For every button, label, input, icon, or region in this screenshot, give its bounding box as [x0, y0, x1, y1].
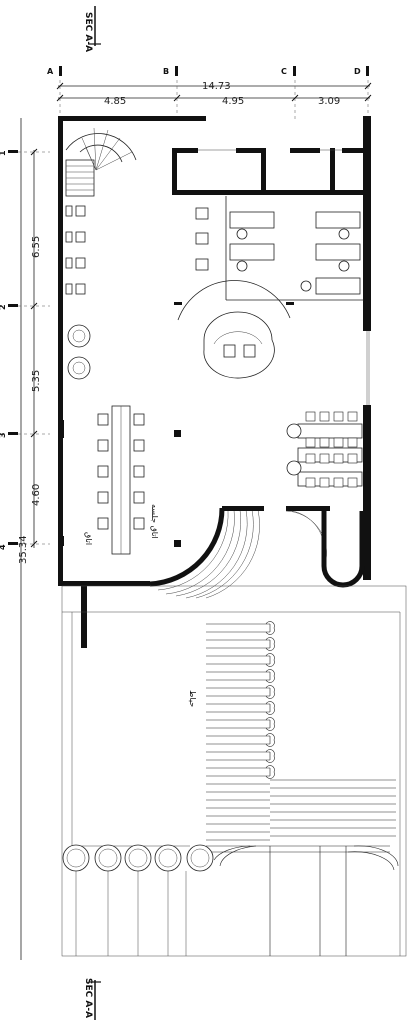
section-mark-bottom: SEC A-A: [83, 978, 101, 1020]
office-desks: [195, 196, 364, 301]
dimension-span-cd: 3.09: [318, 96, 340, 107]
dimension-span-bc: 4.95: [222, 96, 244, 107]
grid-label-c: C: [281, 67, 287, 76]
conference-table: اتاق جلسه اتاق: [84, 405, 181, 555]
left-seating: [65, 205, 91, 380]
exterior-walls: [58, 116, 371, 648]
room-label-left: اتاق: [84, 532, 93, 545]
dimension-span-ab: 4.85: [104, 96, 126, 107]
entry-stair: [149, 506, 365, 599]
grid-column-markers: A B C D: [47, 66, 369, 76]
room-label-yard: حیاط: [188, 690, 197, 707]
site-yard: حیاط: [61, 585, 407, 957]
dimension-total-length: 35.34: [18, 535, 29, 564]
dimension-span-23: 5.35: [31, 370, 42, 392]
vertical-dimensions: 6.55 5.35 4.60 35.34: [18, 118, 50, 960]
section-label-bottom: SEC A-A: [83, 978, 93, 1018]
grid-label-d: D: [354, 67, 361, 76]
spiral-stair: [65, 127, 137, 197]
grid-label-3: 3: [0, 432, 7, 438]
grid-label-a: A: [47, 67, 54, 76]
dimension-span-34: 4.60: [31, 484, 42, 506]
horizontal-dimensions: 14.73 4.85 4.95 3.09: [56, 80, 372, 120]
dimension-total-width: 14.73: [202, 81, 231, 92]
north-rooms: [172, 148, 364, 195]
grid-row-markers: 1 2 3 4: [0, 150, 18, 550]
grid-label-b: B: [163, 67, 169, 76]
reception-desk: [174, 280, 294, 379]
waiting-seating: [286, 411, 363, 488]
dimension-span-12: 6.55: [31, 236, 42, 258]
grid-label-1: 1: [0, 150, 7, 156]
room-label-conference: اتاق جلسه: [150, 504, 159, 539]
grid-label-2: 2: [0, 304, 7, 310]
section-mark-top: SEC A-A: [83, 6, 101, 52]
grid-label-4: 4: [0, 544, 7, 550]
section-label-top: SEC A-A: [83, 12, 93, 52]
